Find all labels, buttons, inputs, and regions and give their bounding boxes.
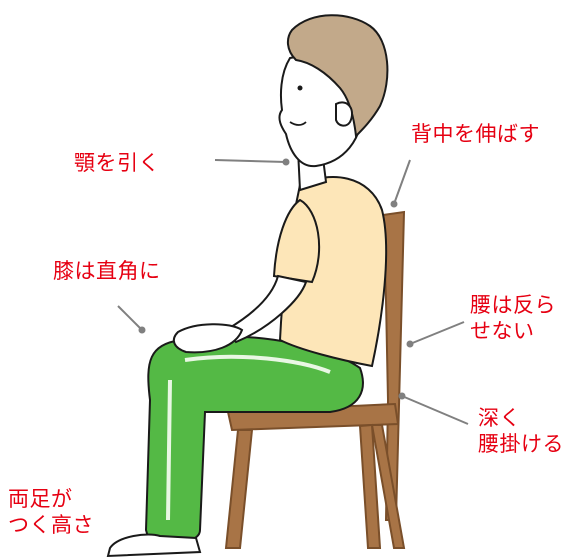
label-back-text: 背中を伸ばす bbox=[411, 122, 540, 146]
forearm bbox=[224, 274, 308, 344]
label-waist: 腰は反ら せない bbox=[470, 292, 556, 344]
leader-waist-dot bbox=[406, 340, 414, 348]
leader-back-dot bbox=[390, 200, 398, 208]
chair bbox=[224, 210, 406, 549]
chair-front-leg bbox=[224, 429, 254, 549]
leader-deep-dot bbox=[398, 392, 406, 400]
arm bbox=[172, 274, 308, 354]
torso bbox=[272, 176, 388, 368]
label-knee-text: 膝は直角に bbox=[53, 259, 161, 283]
leader-chin bbox=[214, 159, 287, 163]
label-deep-line2: 腰掛ける bbox=[478, 432, 564, 456]
leader-waist bbox=[409, 321, 465, 345]
legs bbox=[144, 335, 364, 546]
shoe bbox=[106, 533, 202, 558]
eye bbox=[297, 85, 303, 91]
label-back: 背中を伸ばす bbox=[411, 121, 540, 147]
label-chin: 顎を引く bbox=[74, 150, 160, 176]
label-feet: 両足が つく高さ bbox=[8, 486, 94, 538]
sleeve bbox=[272, 198, 321, 284]
pants bbox=[144, 335, 364, 546]
label-knee: 膝は直角に bbox=[53, 258, 161, 284]
label-waist-line2: せない bbox=[470, 319, 535, 343]
pants-highlight bbox=[166, 354, 331, 521]
ear bbox=[335, 101, 354, 127]
leader-knee bbox=[117, 305, 143, 331]
label-feet-line1: 両足が bbox=[8, 487, 73, 511]
label-deep-line1: 深く bbox=[478, 406, 521, 430]
label-feet-line2: つく高さ bbox=[8, 513, 94, 537]
leader-lines bbox=[117, 158, 469, 425]
leader-deep bbox=[401, 395, 469, 425]
leader-back bbox=[393, 159, 411, 205]
head bbox=[278, 14, 389, 168]
leader-knee-dot bbox=[138, 326, 146, 334]
label-chin-text: 顎を引く bbox=[74, 151, 160, 175]
chair-front-leg-2 bbox=[358, 423, 382, 549]
hair bbox=[286, 14, 389, 139]
label-deep: 深く 腰掛ける bbox=[478, 405, 564, 457]
leader-chin-dot bbox=[282, 158, 290, 166]
label-waist-line1: 腰は反ら bbox=[470, 293, 556, 317]
mouth bbox=[289, 121, 307, 126]
shoes bbox=[106, 533, 202, 558]
hands bbox=[172, 323, 244, 354]
